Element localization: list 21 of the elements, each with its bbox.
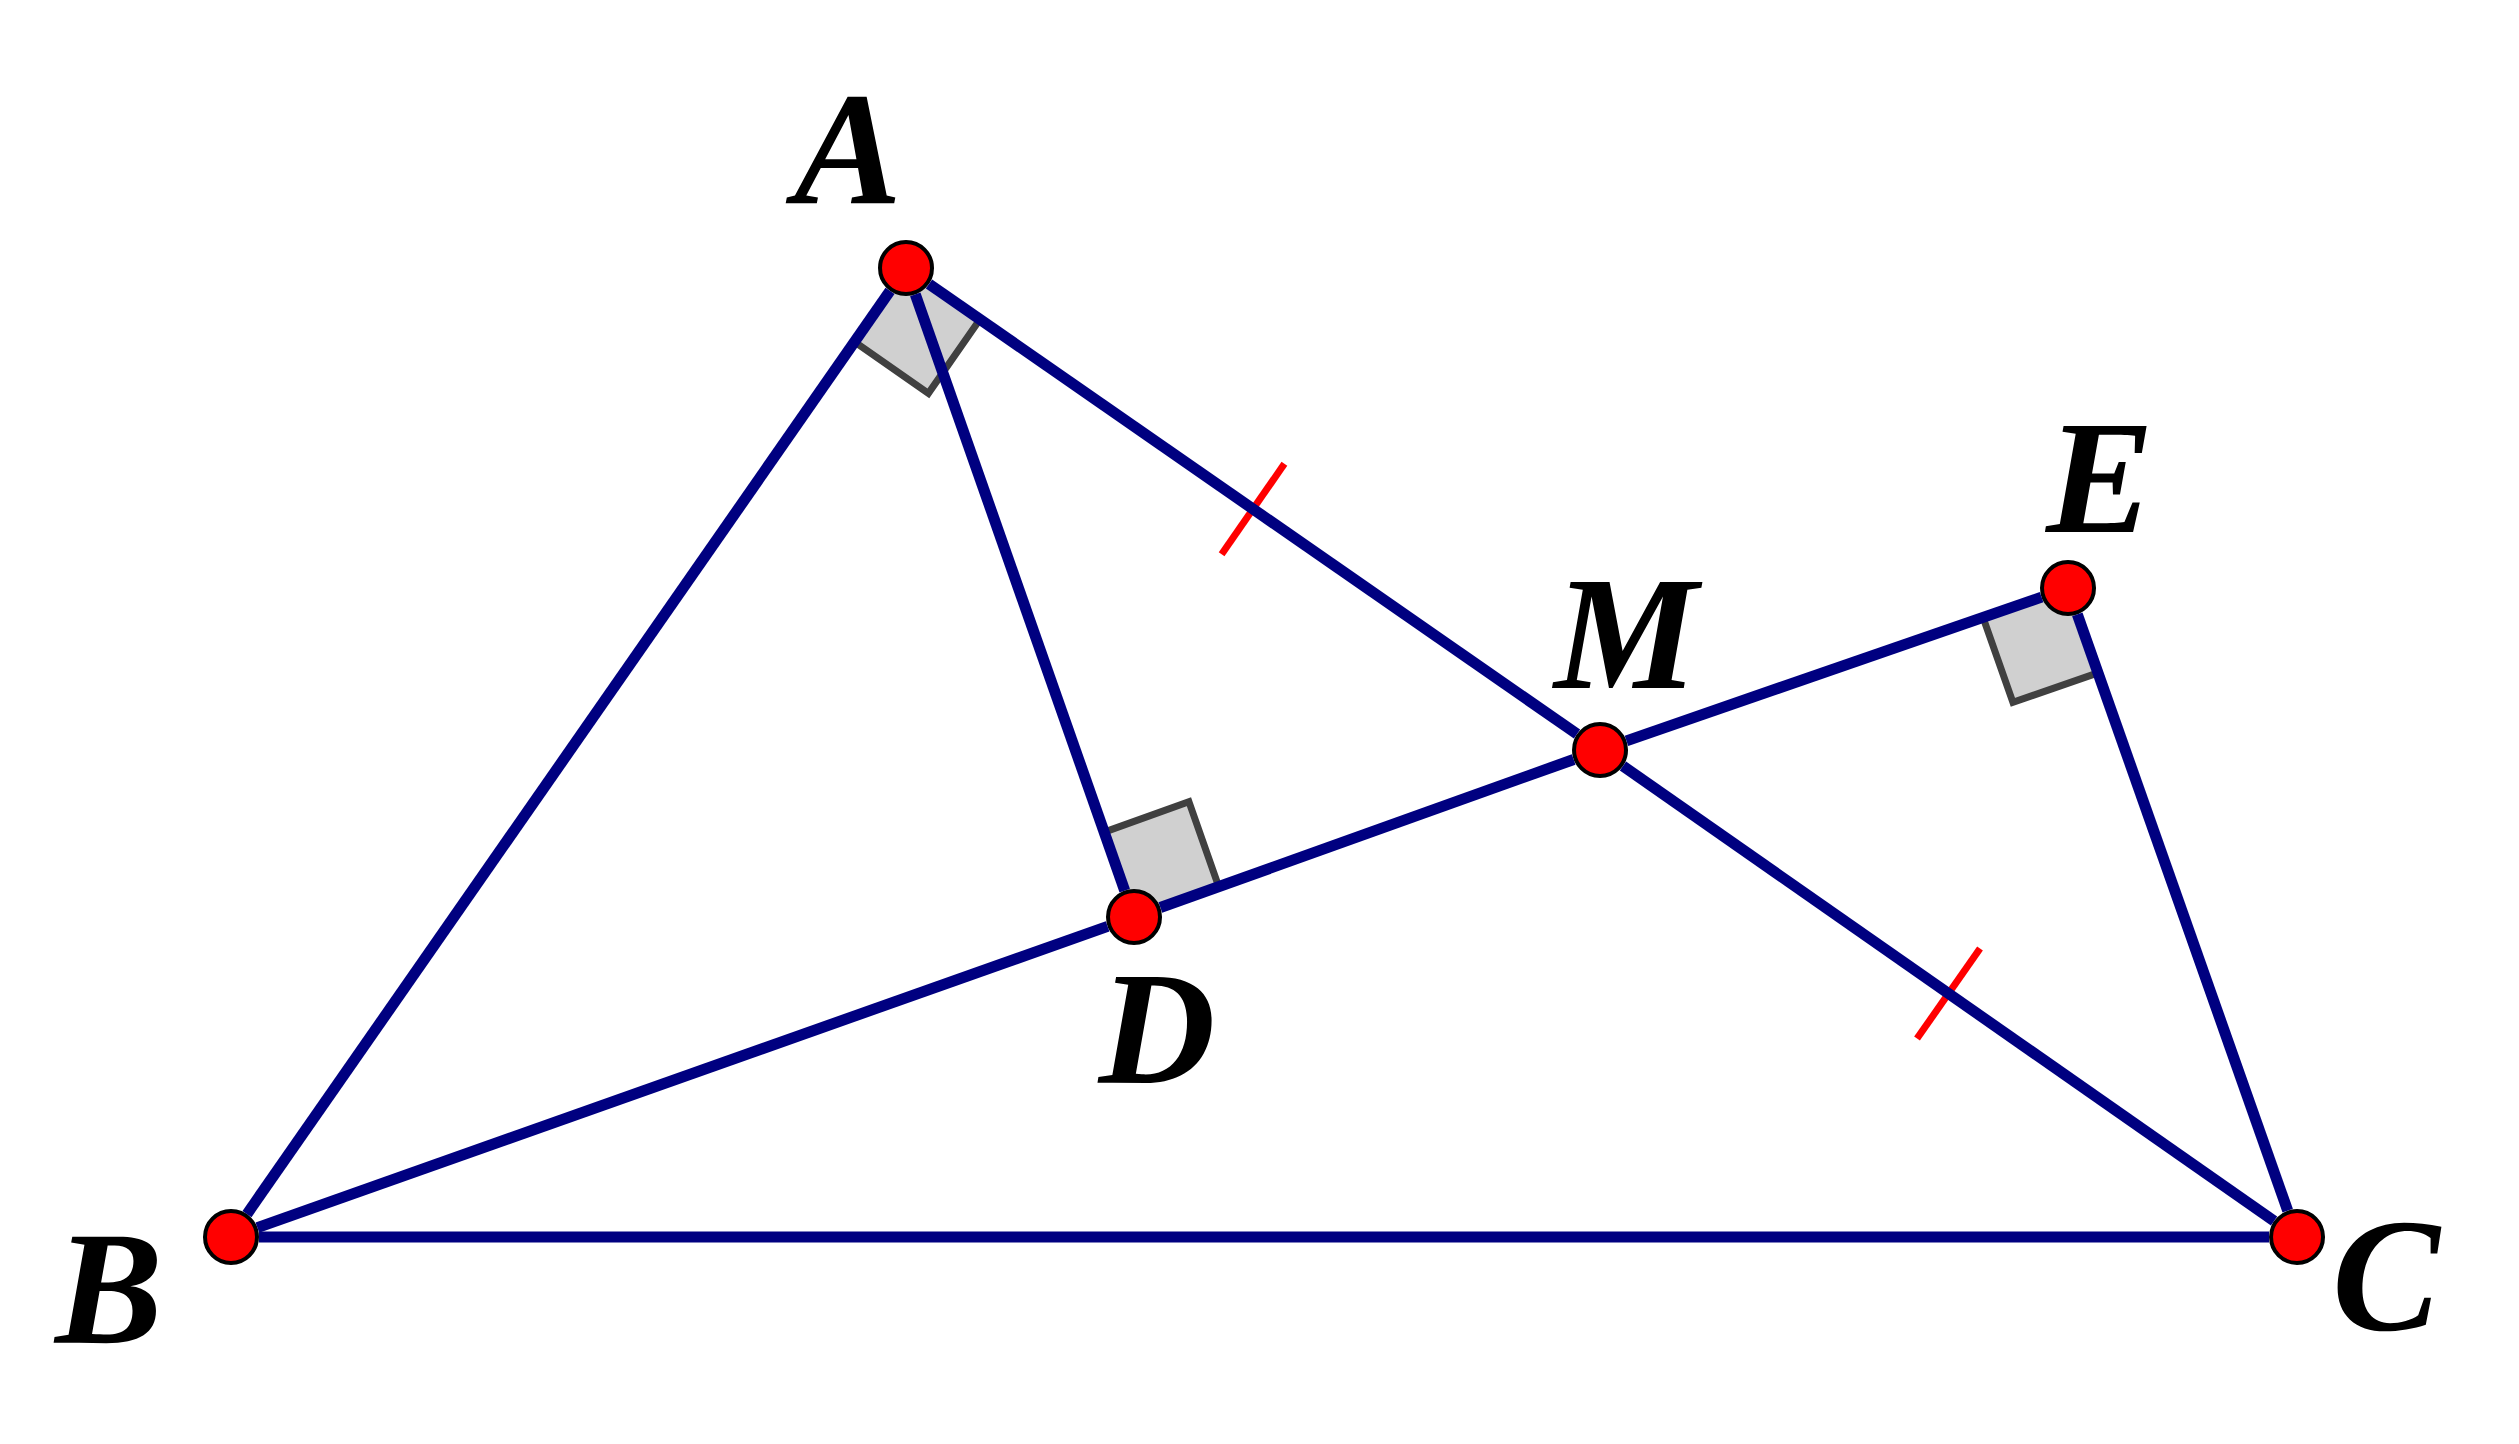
line-segment [910,292,1130,893]
line-segment [925,279,1581,739]
line-segment [1619,761,2278,1226]
point [878,240,934,296]
point-label: A [785,96,896,204]
line-segment [2072,612,2293,1213]
point [203,1209,259,1265]
point [2269,1209,2325,1265]
line-segment [1158,754,1576,913]
point-label: E [2044,426,2147,532]
point-label: C [2337,1222,2442,1332]
point [2040,560,2096,616]
line-segment [255,921,1110,1233]
point-label: B [53,1236,157,1344]
point [1572,722,1628,778]
line-segment [1624,591,2044,747]
line-segment [242,287,895,1218]
point [1106,889,1162,945]
line-segment [259,1231,2269,1243]
point-label: M [1552,582,1703,688]
point-label: D [1097,976,1212,1084]
